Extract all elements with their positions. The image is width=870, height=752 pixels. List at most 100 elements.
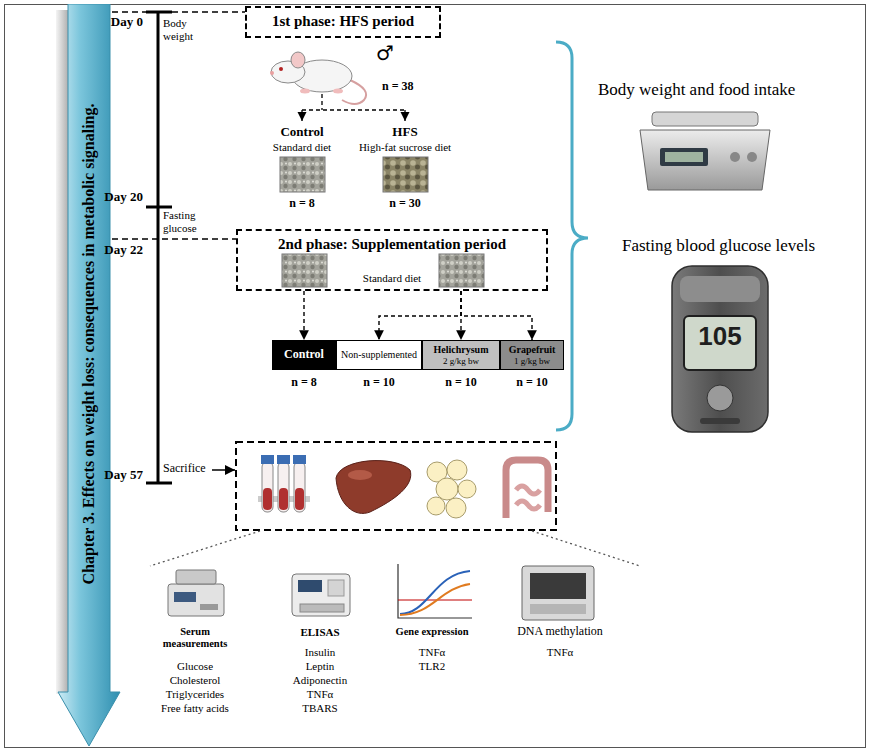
meter-reading: 105 [687, 322, 753, 352]
phase-title: 1st phase: HFS period [272, 13, 414, 30]
elisa-reader [292, 574, 350, 616]
sample-size: n = 10 [502, 376, 562, 390]
intestine [506, 460, 548, 518]
day-guide [112, 12, 245, 239]
timepoint-note: Body weight [163, 17, 207, 42]
diet-label: Standard diet [257, 141, 347, 154]
timeline [157, 12, 160, 483]
timepoint-note: Fasting glucose [163, 209, 213, 234]
mouse [333, 89, 343, 94]
timeline [146, 206, 172, 209]
bracket [556, 42, 588, 430]
group-label: Control [257, 125, 347, 140]
blood-tubes [293, 455, 306, 464]
glucometer [680, 276, 760, 302]
pyrosequencer [530, 573, 586, 599]
pyrosequencer [530, 604, 586, 614]
method-heading: DNA methylation [505, 625, 615, 639]
timeline [146, 12, 172, 483]
scale [730, 152, 740, 162]
blood-tubes [261, 455, 274, 464]
intestine [516, 486, 540, 509]
method-item: TNFα [392, 646, 472, 659]
timeline [146, 482, 172, 485]
diet-pellets [439, 254, 484, 287]
fat-cells [447, 460, 467, 480]
glucometer [672, 266, 768, 432]
pyrosequencer [522, 566, 594, 620]
method-item: Triglycerides [140, 688, 250, 701]
group-name: Helichrysum [434, 344, 489, 356]
chapter-band: Chapter 3. Effects on weight loss: conse… [56, 4, 122, 748]
fat-cells [436, 478, 458, 500]
method-item: Free fatty acids [140, 702, 250, 715]
qpcr-chart [400, 571, 470, 614]
blood-tubes [279, 488, 288, 510]
serum-analyzer [174, 592, 196, 602]
method-heading: ELISAS [285, 626, 355, 639]
elisa-reader [328, 580, 344, 596]
sacrifice-box [236, 442, 556, 530]
method-item: Glucose [140, 660, 250, 673]
scale [640, 112, 770, 190]
group-name: Grapefruit [509, 344, 556, 356]
leader-line [150, 531, 640, 566]
diet-pellets [282, 254, 327, 287]
mouse [279, 67, 283, 71]
method-item: TNFα [520, 646, 600, 659]
liver [348, 470, 372, 480]
group-box: Control [272, 340, 336, 370]
sex-symbol: ♂ [376, 42, 394, 65]
method-item: Adiponectin [275, 674, 365, 687]
elisa-reader [300, 604, 344, 612]
diet-label: Standard diet [363, 272, 421, 285]
qpcr-chart [400, 584, 470, 615]
group-label: HFS [375, 125, 435, 140]
sacrifice-arrow [212, 469, 235, 471]
group-arrow [461, 291, 532, 340]
mouse [270, 71, 274, 75]
day-label: Day 57 [104, 468, 143, 483]
mouse [300, 89, 310, 94]
glucometer [684, 316, 756, 370]
band-shadow [56, 10, 68, 694]
elisa-reader [292, 574, 350, 616]
sample-size: n = 8 [272, 197, 332, 211]
group-arrow [303, 291, 304, 340]
split-arrow [321, 94, 322, 110]
glucometer [707, 385, 733, 411]
leader-line [532, 531, 640, 566]
phase-title: 2nd phase: Supplementation period [278, 233, 506, 253]
sample-size: n = 10 [349, 376, 409, 390]
method-item: TNFα [275, 688, 365, 701]
serum-analyzer [168, 584, 224, 616]
dose-label: 1 g/kg bw [514, 356, 550, 366]
diet-pellets [280, 157, 325, 192]
fat-cells [427, 497, 445, 515]
qpcr-chart [398, 564, 472, 618]
serum-analyzer [168, 570, 224, 616]
intestine [506, 460, 548, 518]
method-item: Insulin [275, 646, 365, 659]
blood-tubes [262, 462, 273, 512]
frame [5, 5, 866, 748]
scale [652, 112, 758, 126]
blood-tubes [295, 488, 304, 510]
day-guide [112, 238, 236, 240]
diet-pellets [280, 157, 484, 287]
split-arrow [301, 110, 302, 121]
glucometer [700, 418, 740, 424]
timeline [146, 11, 172, 14]
sample-size: n = 8 [274, 376, 334, 390]
band-arrow-shape [58, 4, 120, 746]
fat-cells [446, 498, 466, 518]
method-item: Cholesterol [140, 674, 250, 687]
day-label: Day 0 [111, 15, 143, 30]
blood-tubes [263, 488, 272, 510]
diet-label: High-fat sucrose diet [347, 141, 463, 154]
split-arrow [302, 109, 405, 110]
method-heading: Serum measurements [159, 626, 231, 650]
serum-analyzer [200, 604, 218, 610]
